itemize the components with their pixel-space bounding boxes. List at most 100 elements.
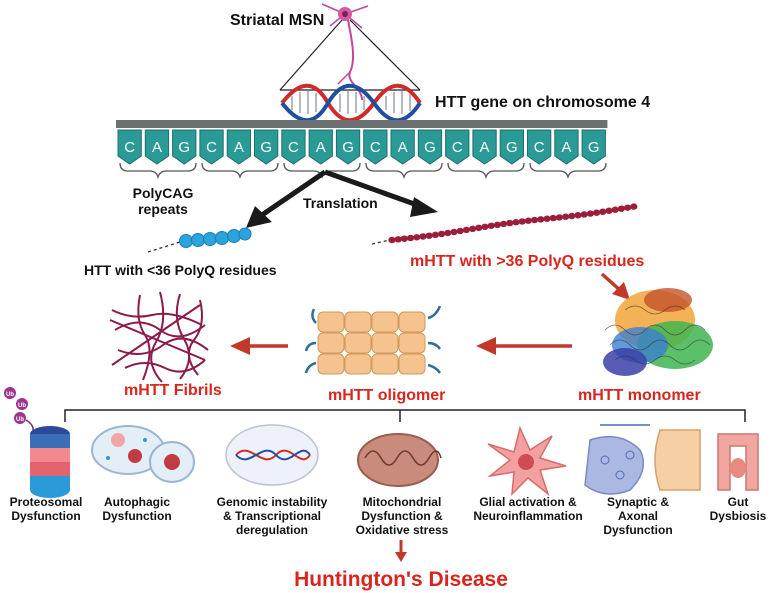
mutant-to-monomer-arrow (600, 272, 630, 300)
disease-title: Huntington's Disease (294, 568, 508, 591)
polyq-bead (419, 233, 427, 240)
oligomer-unit (317, 353, 345, 375)
codon-tile: G (581, 129, 606, 165)
consequence-label: Mitochondrial (363, 495, 442, 509)
oligomer-unit (371, 311, 399, 333)
consequence-label: & Transcriptional (223, 509, 321, 523)
codon-tile: G (417, 129, 443, 165)
codon-letter: G (178, 139, 190, 156)
oligomer-unit (317, 311, 345, 333)
codon-tile: A (390, 129, 415, 165)
codon-tile: A (554, 129, 579, 165)
codon-letter: C (534, 139, 545, 156)
oligomer-unit (398, 332, 426, 354)
translation-arrows (246, 169, 438, 228)
monomer-to-oligomer-arrow (476, 337, 572, 355)
polyq-bead (431, 231, 439, 239)
polyq-bead (388, 236, 396, 244)
consequence-label: Autophagic (104, 495, 170, 509)
zoom-line-right (349, 19, 421, 91)
codon-tile: G (254, 129, 279, 165)
polyq-bead (611, 206, 619, 213)
consequence-bracket (64, 409, 746, 422)
oligomer-unit (371, 353, 399, 375)
polyq-bead (469, 225, 477, 233)
polyq-bead (500, 220, 508, 228)
polyq-bead (543, 215, 551, 222)
polyq-bead (481, 223, 489, 230)
codon-letter: A (152, 139, 162, 156)
codon-letter: A (561, 139, 571, 156)
polyq-bead (400, 235, 408, 242)
polyq-bead (475, 224, 483, 232)
polyq-bead (444, 229, 452, 237)
codon-letter: C (124, 139, 135, 156)
polyq-bead (630, 203, 638, 210)
polyq-bead (624, 204, 632, 211)
mitochondrion-icon (357, 433, 442, 487)
oligomer-label: mHTT oligomer (328, 387, 445, 404)
polyq-bead (450, 228, 458, 236)
codon-letter: G (260, 139, 272, 156)
consequence-label: Synaptic & (607, 495, 669, 509)
codon-tile: C (363, 129, 388, 165)
strip-top-bar (116, 120, 608, 128)
oligomer-unit (371, 332, 399, 354)
glial-cell-icon (487, 425, 567, 497)
consequence-label: Oxidative stress (356, 523, 449, 537)
codon-tile: A (308, 129, 333, 165)
oligomer-unit (317, 332, 345, 354)
codon-letter: C (206, 139, 217, 156)
codon-tile: A (144, 129, 170, 165)
monomer-label: mHTT monomer (578, 387, 701, 404)
oligomer-unit (398, 353, 426, 375)
polyq-bead (617, 205, 626, 212)
polyq-bead (487, 222, 495, 229)
fibrils-label: mHTT Fibrils (124, 382, 222, 399)
proteasome-icon (4, 387, 70, 498)
consequence-label: Dysfunction (11, 509, 80, 523)
consequence-label: deregulation (236, 523, 308, 537)
codon-letter: G (342, 139, 354, 156)
mhtt-monomer-structure-icon (603, 288, 713, 376)
consequence-label: Dysbiosis (710, 509, 767, 523)
polyq-bead (562, 213, 570, 220)
repeats-label-line2: repeats (138, 201, 188, 217)
htt-normal-protein-icon (147, 227, 252, 253)
codon-letter: C (288, 139, 299, 156)
polyq-bead (605, 207, 613, 214)
oligomer-unit (344, 311, 372, 333)
consequence-label: Neuroinflammation (473, 509, 582, 523)
codon-letter: G (506, 139, 518, 156)
mhtt-oligomer-icon (304, 305, 442, 375)
polyq-bead (493, 221, 501, 229)
polyq-bead (438, 230, 446, 238)
codon-tile: C (527, 129, 552, 165)
polyq-bead (512, 219, 520, 226)
consequence-label: Axonal (618, 509, 658, 523)
codon-tile: G (172, 129, 197, 165)
consequence-label: Glial activation & (479, 495, 577, 509)
oligomer-unit (344, 332, 372, 354)
neuron-label: Striatal MSN (230, 12, 324, 29)
consequence-labels: ProteosomalDysfunctionAutophagicDysfunct… (10, 495, 767, 537)
codon-letter: G (588, 139, 600, 156)
htt-mutant-label: mHTT with >36 PolyQ residues (410, 253, 644, 270)
polyq-bead (524, 217, 533, 224)
codon-letter: G (424, 139, 436, 156)
polyq-bead (549, 214, 557, 222)
mhtt-fibrils-icon (109, 291, 209, 383)
repeat-braces (119, 162, 607, 180)
translation-label: Translation (303, 195, 378, 211)
consequence-label: Proteosomal (10, 495, 83, 509)
polyq-bead (599, 208, 607, 215)
codon-letter: C (370, 139, 381, 156)
consequence-label: Genomic instability (217, 495, 328, 509)
consequence-label: Gut (728, 495, 749, 509)
oligomer-to-fibrils-arrow (230, 337, 288, 355)
consequence-label: Dysfunction (102, 509, 171, 523)
polyq-bead (555, 214, 564, 221)
synapse-icon (584, 424, 701, 495)
nucleus-dna-icon (225, 424, 319, 486)
